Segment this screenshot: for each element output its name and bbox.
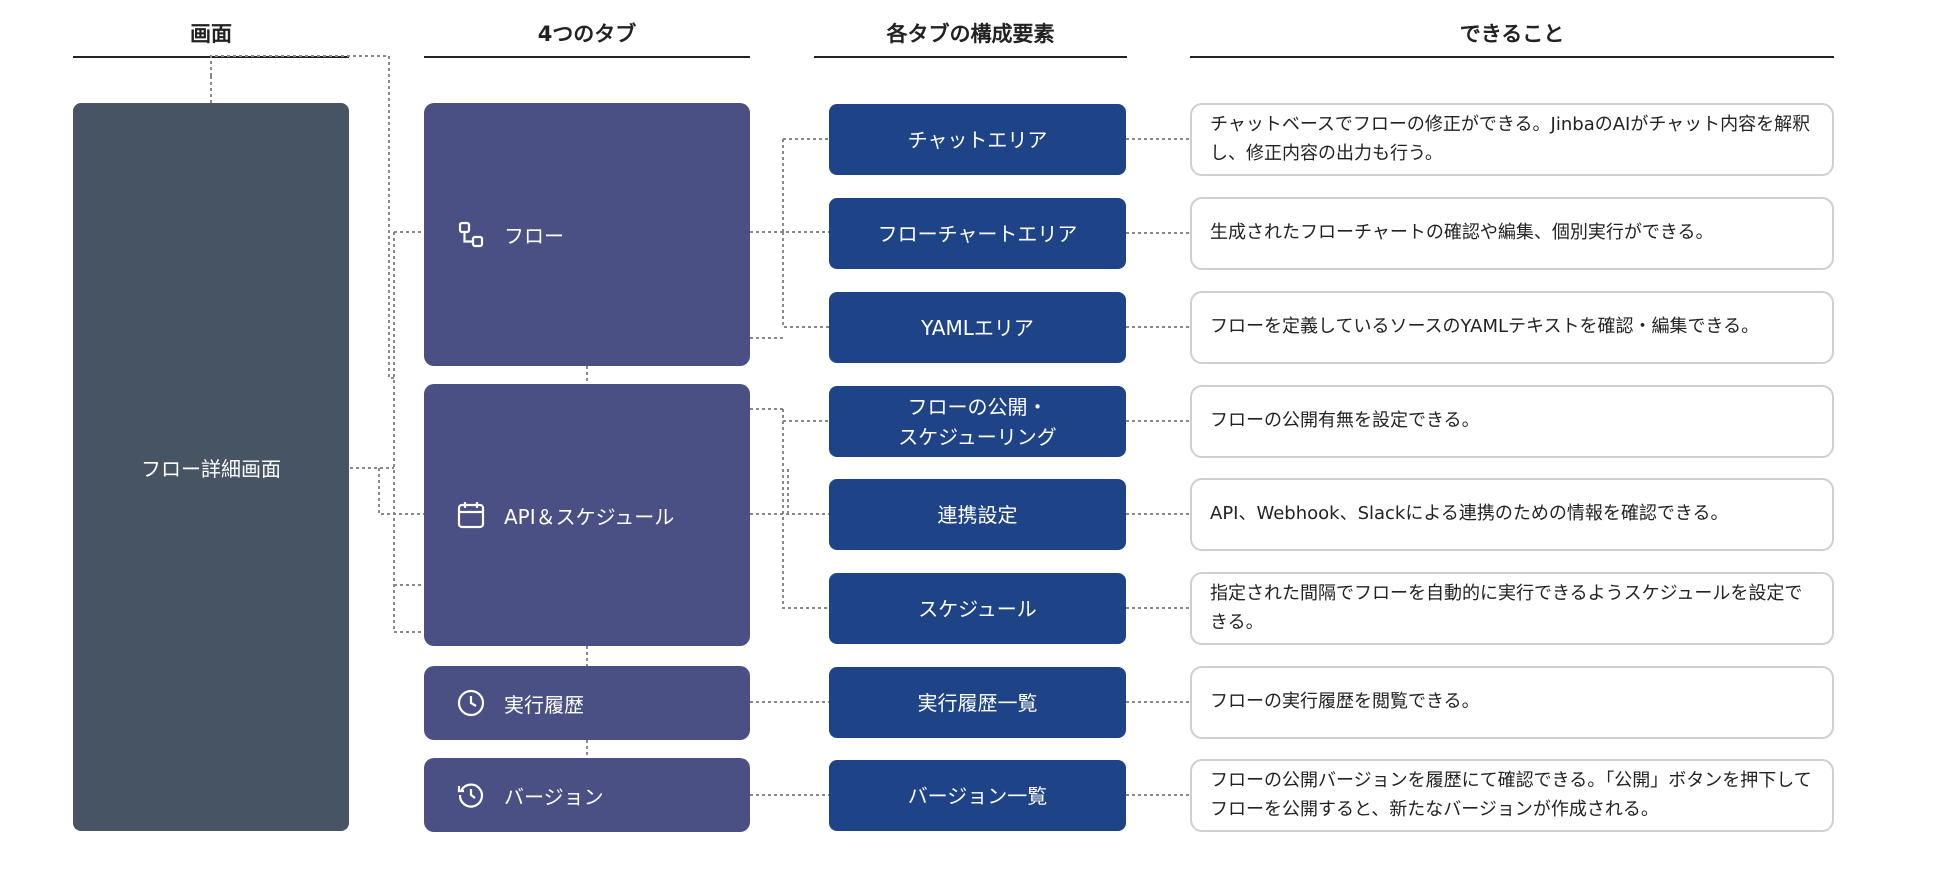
calendar-icon	[456, 500, 486, 530]
desc-text: フローの公開バージョンを履歴にて確認できる。「公開」ボタンを押下してフローを公開…	[1210, 769, 1812, 820]
desc-text: フローを定義しているソースのYAMLテキストを確認・編集できる。	[1210, 316, 1760, 338]
desc-text: フローの実行履歴を閲覧できる。	[1210, 691, 1480, 713]
component-flowchart-area: フローチャートエリア	[829, 198, 1126, 269]
tab-version-label: バージョン	[504, 784, 604, 809]
clock-icon	[456, 688, 486, 718]
component-yaml-area: YAMLエリア	[829, 292, 1126, 363]
desc-text: 生成されたフローチャートの確認や編集、個別実行ができる。	[1210, 222, 1714, 244]
screen-flow-detail: フロー詳細画面	[73, 103, 349, 831]
header-components: 各タブの構成要素	[814, 22, 1127, 58]
tab-flow: フロー	[424, 103, 750, 366]
component-version-list: バージョン一覧	[829, 760, 1126, 831]
screen-label: フロー詳細画面	[141, 456, 281, 481]
header-tabs: 4つのタブ	[424, 22, 750, 58]
tab-flow-label: フロー	[504, 224, 564, 248]
desc-flowchart-area: 生成されたフローチャートの確認や編集、個別実行ができる。	[1190, 197, 1834, 270]
tab-execution-history-label: 実行履歴	[504, 692, 584, 717]
component-execution-history-list: 実行履歴一覧	[829, 667, 1126, 738]
desc-text: 指定された間隔でフローを自動的に実行できるようスケジュールを設定できる。	[1210, 582, 1803, 633]
header-capabilities: できること	[1190, 22, 1834, 58]
component-chat-area: チャットエリア	[829, 104, 1126, 175]
desc-yaml-area: フローを定義しているソースのYAMLテキストを確認・編集できる。	[1190, 291, 1834, 364]
tab-execution-history: 実行履歴	[424, 666, 750, 740]
desc-text: API、Webhook、Slackによる連携のための情報を確認できる。	[1210, 503, 1729, 525]
desc-schedule: 指定された間隔でフローを自動的に実行できるようスケジュールを設定できる。	[1190, 572, 1834, 645]
desc-text: フローの公開有無を設定できる。	[1210, 410, 1480, 432]
desc-text: チャットベースでフローの修正ができる。JinbaのAIがチャット内容を解釈し、修…	[1210, 113, 1811, 164]
tab-api-schedule-label: API＆スケジュール	[504, 504, 675, 529]
component-publish-scheduling: フローの公開・ スケジューリング	[829, 386, 1126, 457]
desc-version-list: フローの公開バージョンを履歴にて確認できる。「公開」ボタンを押下してフローを公開…	[1190, 759, 1834, 832]
tab-api-schedule: API＆スケジュール	[424, 384, 750, 646]
flow-icon	[456, 220, 486, 250]
history-icon	[456, 780, 486, 810]
component-integration-settings: 連携設定	[829, 479, 1126, 550]
component-schedule: スケジュール	[829, 573, 1126, 644]
desc-integration-settings: API、Webhook、Slackによる連携のための情報を確認できる。	[1190, 478, 1834, 551]
desc-publish-scheduling: フローの公開有無を設定できる。	[1190, 385, 1834, 458]
desc-chat-area: チャットベースでフローの修正ができる。JinbaのAIがチャット内容を解釈し、修…	[1190, 103, 1834, 176]
tab-version: バージョン	[424, 758, 750, 832]
desc-execution-history-list: フローの実行履歴を閲覧できる。	[1190, 666, 1834, 739]
